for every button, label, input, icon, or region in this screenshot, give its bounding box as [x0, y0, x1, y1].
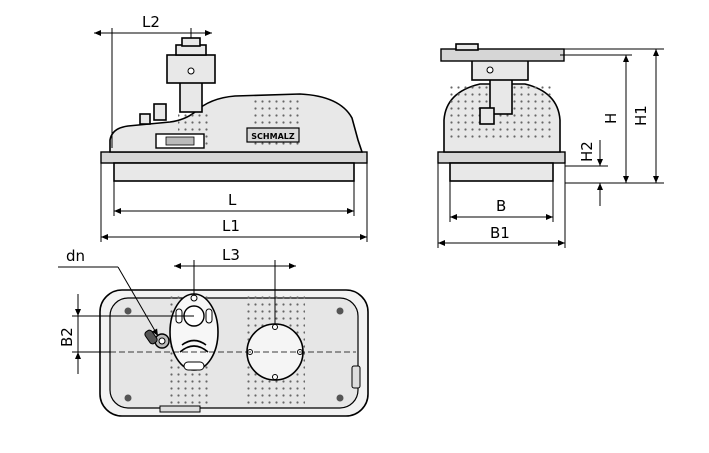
top-dn-fitting-inner — [158, 337, 166, 345]
side-base-plate — [437, 151, 566, 164]
top-flange-slot-2 — [205, 308, 213, 324]
corner-hole-tr — [336, 307, 344, 315]
front-tower-top — [181, 37, 201, 47]
dim-label-h: H — [602, 113, 620, 124]
front-foot — [113, 162, 355, 182]
side-tower-hole — [486, 66, 494, 74]
top-flange-lower-slot — [183, 361, 205, 371]
dim-label-b2: B2 — [58, 327, 76, 347]
top-view: L3 B2 dn — [58, 246, 369, 417]
front-display-inner — [165, 136, 195, 146]
top-side-clip — [351, 365, 361, 389]
top-flange-arc — [179, 345, 209, 353]
top-inner-body — [109, 297, 359, 409]
side-top-cap — [455, 43, 479, 51]
top-flange-arc-2 — [181, 339, 207, 346]
front-tower-stem — [179, 81, 203, 113]
front-base-plate — [100, 151, 368, 164]
top-bottom-tab — [159, 405, 201, 413]
side-fitting — [479, 107, 495, 125]
dim-label-b: B — [496, 197, 506, 215]
dn-leader-diagonal — [117, 266, 159, 337]
top-large-port-bolt-1 — [272, 324, 278, 330]
side-foot — [449, 162, 554, 182]
dim-label-l: L — [228, 191, 237, 209]
dim-label-l3: L3 — [222, 246, 240, 264]
front-view: SCHMALZ L2 L L1 — [94, 13, 368, 242]
dim-label-h1: H1 — [632, 105, 650, 126]
front-small-fitting — [153, 103, 167, 121]
dim-label-l2: L2 — [142, 13, 160, 31]
side-view: H H1 H2 B B1 — [437, 43, 664, 248]
dim-label-b1: B1 — [490, 224, 510, 242]
front-logo-plate — [246, 127, 300, 143]
front-small-fitting-2 — [139, 113, 151, 125]
dim-label-l1: L1 — [222, 217, 240, 235]
top-large-port-bolt-2 — [272, 374, 278, 380]
front-logo-text: SCHMALZ — [251, 132, 295, 141]
corner-hole-br — [336, 394, 344, 402]
side-tower-head — [471, 59, 529, 81]
corner-hole-bl — [124, 394, 132, 402]
front-tower-hole — [187, 67, 195, 75]
dim-label-h2: H2 — [578, 141, 596, 162]
corner-hole-tl — [124, 307, 132, 315]
dim-label-dn: dn — [66, 247, 85, 265]
